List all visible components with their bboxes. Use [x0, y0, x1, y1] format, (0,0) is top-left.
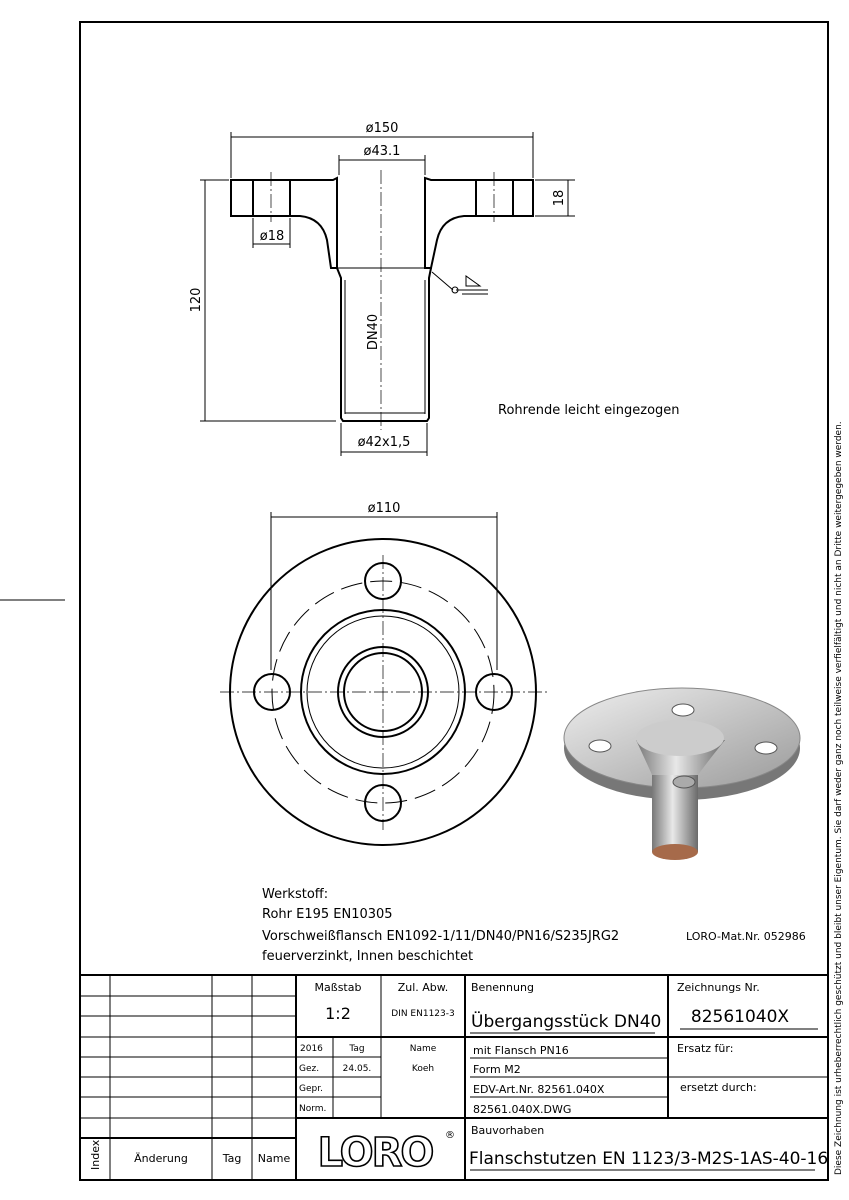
- header-day: Tag: [222, 1152, 242, 1165]
- drawn-date: 24.05.: [343, 1064, 372, 1074]
- replaces-label: Ersatz für:: [677, 1042, 733, 1055]
- copyright-notice: Diese Zeichnung ist urheberrechtlich ges…: [834, 421, 844, 1175]
- year: 2016: [300, 1044, 323, 1054]
- project-label: Bauvorhaben: [471, 1124, 544, 1137]
- 3d-render: [563, 687, 801, 860]
- project-name: Flanschstutzen EN 1123/3-M2S-1AS-40-16: [469, 1149, 828, 1169]
- scale-label: Maßstab: [315, 981, 362, 994]
- material-spec: Werkstoff: Rohr E195 EN10305 Vorschweißf…: [262, 887, 806, 964]
- section-view: ø150 ø43.1 18 ø18 120 DN40 ø42x1,5 Rohre…: [189, 121, 680, 456]
- file-name: 82561.040X.DWG: [473, 1103, 571, 1116]
- dim-hole-diameter: ø18: [260, 229, 285, 244]
- dim-bore-diameter: ø43.1: [364, 144, 401, 159]
- designation: Übergangsstück DN40: [471, 1010, 661, 1032]
- dim-nominal-size: DN40: [366, 314, 381, 350]
- pipe-end-note: Rohrende leicht eingezogen: [498, 403, 680, 418]
- loro-logo: LORO ®: [317, 1129, 455, 1177]
- dim-height: 120: [189, 288, 204, 313]
- name-header: Name: [410, 1044, 437, 1054]
- title-block: Index Änderung Tag Name Maßstab 1:2 Zul.…: [80, 974, 828, 1180]
- tolerance-value: DIN EN1123-3: [391, 1009, 454, 1019]
- dim-pipe: ø42x1,5: [358, 435, 411, 450]
- drawing-frame: [79, 21, 829, 1181]
- tolerance-label: Zul. Abw.: [398, 981, 449, 994]
- norm-label: Norm.: [299, 1104, 326, 1114]
- material-title: Werkstoff:: [262, 887, 328, 902]
- header-index: Index: [89, 1139, 102, 1170]
- drawing-number: 82561040X: [691, 1007, 790, 1027]
- plan-view: ø110: [220, 501, 548, 846]
- description-line: Form M2: [473, 1063, 521, 1076]
- dim-flange-diameter: ø150: [366, 121, 399, 136]
- description-line: mit Flansch PN16: [473, 1044, 569, 1057]
- article-number: EDV-Art.Nr. 82561.040X: [473, 1083, 605, 1096]
- scale-value: 1:2: [325, 1004, 351, 1023]
- header-name: Name: [258, 1152, 291, 1165]
- dim-bolt-circle: ø110: [368, 501, 401, 516]
- material-line: Rohr E195 EN10305: [262, 907, 393, 922]
- svg-text:LORO: LORO: [318, 1130, 433, 1176]
- drawn-label: Gez.: [299, 1064, 319, 1074]
- header-change: Änderung: [134, 1152, 188, 1165]
- dim-flange-thickness: 18: [552, 190, 567, 207]
- drawn-name: Koeh: [412, 1064, 434, 1074]
- checked-label: Gepr.: [299, 1084, 323, 1094]
- designation-label: Benennung: [471, 981, 534, 994]
- svg-text:®: ®: [445, 1130, 455, 1141]
- drawing-number-label: Zeichnungs Nr.: [677, 981, 760, 994]
- material-number: LORO-Mat.Nr. 052986: [686, 930, 806, 943]
- material-line: Vorschweißflansch EN1092-1/11/DN40/PN16/…: [262, 929, 619, 944]
- replaced-by-label: ersetzt durch:: [680, 1081, 757, 1094]
- day-header: Tag: [348, 1044, 364, 1054]
- material-line: feuerverzinkt, Innen beschichtet: [262, 949, 473, 964]
- weld-symbol: [431, 271, 488, 295]
